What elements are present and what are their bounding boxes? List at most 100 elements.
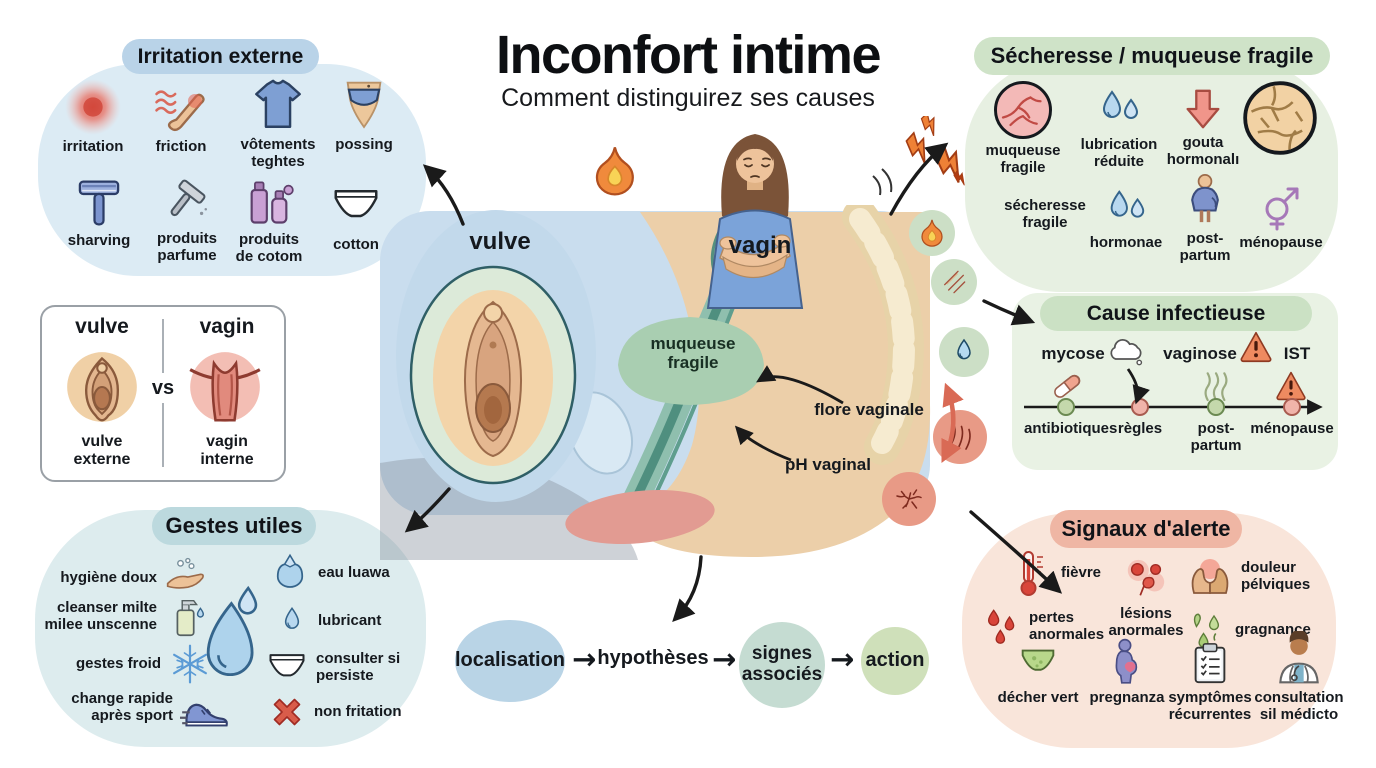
item-non-fritation: non fritation	[267, 692, 414, 732]
vulva-circle-icon	[64, 349, 140, 425]
cracks-icon	[891, 481, 927, 517]
label-vagin: vagin	[728, 232, 792, 259]
doctor-icon	[1271, 631, 1327, 687]
item-post-partum: post- partum	[1161, 172, 1249, 265]
clipboard-icon	[1187, 641, 1233, 687]
item-consulter-si-persiste: consulter si persiste	[265, 646, 416, 690]
item-muqueuse-fragile: muqueuse fragile	[977, 80, 1069, 177]
item-label: sharving	[67, 232, 131, 249]
item-produits-de-cotom: produits de cotom	[223, 177, 315, 266]
item-label: change rapide après sport	[71, 690, 173, 724]
mucosa-circle-icon	[993, 80, 1053, 140]
timeline-label-post-partum: post- partum	[1190, 420, 1242, 454]
item-secheresse-fragile: sécheresse fragile	[1004, 197, 1086, 231]
item-pregnanza: pregnanza	[1080, 637, 1174, 707]
item-label: non fritation	[314, 702, 402, 720]
symptom-circle-burning	[909, 210, 955, 256]
x-mark-icon	[267, 692, 307, 732]
item-friction: friction	[135, 80, 227, 156]
flow-arrow-icon: →	[572, 642, 597, 676]
section-title-secheresse: Sécheresse / muqueuse fragile	[974, 37, 1330, 75]
item-eau-luawa: eau luawa	[269, 552, 404, 594]
arrow-down-icon	[1180, 86, 1226, 132]
warning-triangle-icon	[1238, 329, 1274, 365]
vibration-lines	[872, 168, 893, 196]
gender-symbol-icon	[1257, 184, 1305, 232]
underwear-icon	[265, 646, 309, 690]
vagina-circle-icon	[187, 349, 263, 425]
label-ph-vaginal: pH vaginal	[785, 455, 871, 474]
lightning-icons	[905, 116, 965, 186]
item-label: vôtements teghtes	[240, 136, 316, 170]
green-underwear-icon	[1015, 641, 1061, 687]
item-vaginose: vaginose	[1163, 344, 1237, 363]
flow-arrow-icon: →	[830, 642, 855, 676]
comparison-right-caption: vagin interne	[200, 433, 254, 468]
section-irritation-externe: irritation friction vôtements teghtes po…	[38, 64, 426, 276]
flow-arrow-icon: →	[712, 642, 737, 676]
item-label: produits de cotom	[235, 231, 303, 265]
thermometer-icon	[1006, 549, 1054, 597]
item-label: eau luawa	[318, 563, 390, 581]
item-label: gouta hormonalı	[1166, 134, 1240, 168]
item-irritation: irritation	[47, 78, 139, 156]
item-label: cleanser milte milee unscenne	[44, 599, 157, 633]
page-subtitle: Comment distinguirez ses causes	[501, 84, 875, 112]
item-label: lésions anormales	[1108, 605, 1184, 639]
dry-skin-circle-icon	[1242, 80, 1318, 156]
item-possing: possing	[318, 78, 410, 154]
hand-friction-icon	[153, 80, 209, 136]
item-lubrication-reduite: lubrication réduite	[1073, 86, 1165, 171]
item-hygiene-doux: hygiène doux	[49, 556, 208, 600]
item-ist: IST	[1283, 344, 1311, 363]
vulva-inset-illustration	[396, 210, 596, 502]
big-water-drop-icon	[203, 580, 265, 684]
item-label: friction	[155, 138, 207, 155]
section-gestes-utiles: hygiène doux cleanser milte milee unscen…	[35, 510, 426, 747]
item-fievre: fièvre	[1006, 549, 1119, 597]
body-underwear-icon	[336, 78, 392, 134]
section-title-cause: Cause infectieuse	[1040, 296, 1312, 331]
risk-timeline	[1024, 398, 1323, 416]
comparison-left-title: vulve	[75, 315, 129, 338]
timeline-label-menopause: ménopause	[1250, 420, 1334, 437]
symptom-circle-discharge	[939, 327, 989, 377]
label-vulve: vulve	[469, 228, 531, 255]
hands-pain-icon	[1186, 553, 1234, 601]
vulve-vagin-comparison: vulve vagin vs vulve externe vagin inter…	[40, 305, 286, 482]
water-cup-icon	[269, 552, 311, 594]
item-label: lubrication réduite	[1080, 136, 1158, 170]
fire-icon	[595, 147, 634, 196]
underwear-icon	[329, 180, 383, 234]
item-label: irritation	[62, 138, 124, 155]
drops-icon	[1103, 186, 1149, 232]
flow-step-localisation: localisation	[455, 620, 565, 702]
red-scratches-icon	[942, 419, 978, 455]
drops-icon	[1095, 86, 1143, 134]
flow-step-hypotheses: hypothèses	[597, 647, 709, 669]
section-title-signaux: Signaux d'alerte	[1050, 510, 1242, 548]
item-label: lubricant	[318, 611, 382, 629]
item-label: ménopause	[1239, 234, 1323, 251]
tshirt-icon	[249, 76, 307, 134]
item-label: pertes anormales	[1029, 609, 1105, 643]
item-label: gestes froid	[75, 654, 161, 672]
item-cleanser: cleanser milte milee unscenne	[41, 594, 210, 640]
mycose-cloud-icon	[1106, 331, 1148, 373]
item-pertes-anormales: pertes anormales	[982, 607, 1111, 647]
item-label: cotton	[333, 236, 379, 253]
flow-step-action: action	[861, 627, 929, 695]
item-douleur-pelviques: douleur pélviques	[1186, 553, 1315, 601]
item-label: post- partum	[1179, 230, 1231, 264]
item-label: hygiène doux	[60, 568, 157, 586]
razor-icon	[72, 176, 126, 230]
red-drops-icon	[982, 607, 1022, 647]
lesions-icon	[1123, 557, 1169, 603]
section-title-gestes: Gestes utiles	[152, 507, 316, 545]
flow-step-signes-associes: signes associés	[739, 622, 825, 708]
razor-tilted-icon	[162, 178, 212, 228]
item-label: produits parfume	[157, 230, 217, 264]
timeline-label-regles: règles	[1117, 420, 1163, 437]
item-label: douleur pélviques	[1241, 559, 1311, 593]
